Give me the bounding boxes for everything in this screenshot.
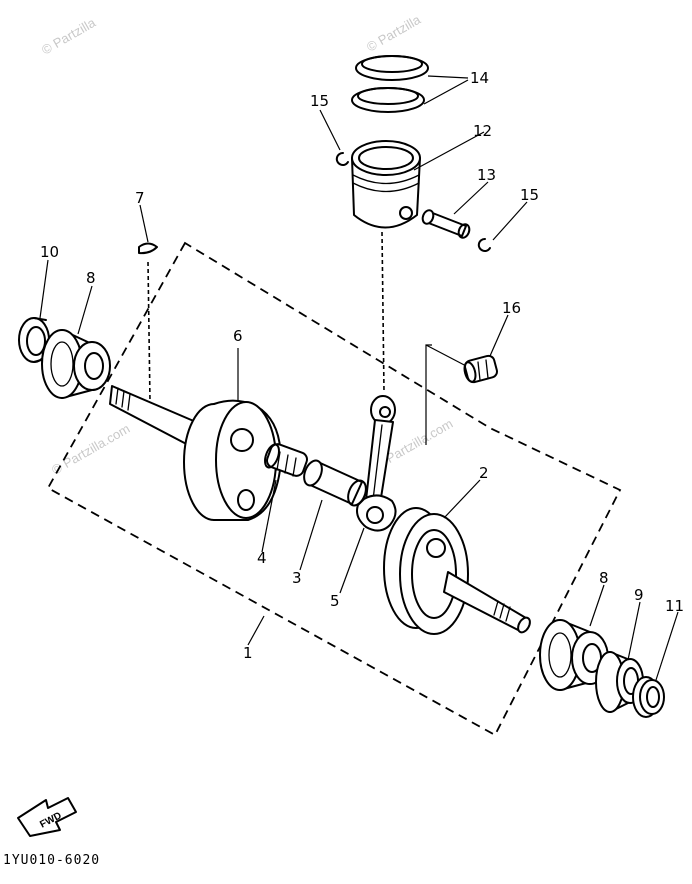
callout-10: 10 — [40, 243, 59, 261]
crankshaft-right-half — [383, 507, 531, 635]
oil-seal-right — [632, 676, 665, 718]
callout-14: 14 — [470, 69, 489, 87]
callout-11: 11 — [665, 597, 684, 615]
callout-15-left: 15 — [310, 92, 329, 110]
callout-8-left: 8 — [86, 269, 96, 287]
big-end-bearing — [264, 443, 308, 477]
callout-8-right: 8 — [599, 569, 609, 587]
piston-rings — [351, 55, 429, 113]
callout-4: 4 — [257, 549, 267, 567]
callout-1: 1 — [243, 644, 253, 662]
callout-7: 7 — [135, 189, 145, 207]
woodruff-key — [138, 242, 158, 255]
key-axis-line — [147, 261, 151, 403]
piston — [351, 140, 421, 229]
crankshaft-left-half — [109, 385, 282, 521]
piston-pin — [421, 209, 471, 239]
connecting-rod — [356, 395, 397, 532]
callout-16: 16 — [502, 299, 521, 317]
crankshaft-assembly-group-outline — [46, 241, 622, 737]
watermark: © Partzilla — [364, 12, 424, 55]
diagram-code: 1YU010-6020 — [3, 853, 100, 868]
callout-12: 12 — [473, 122, 492, 140]
forward-arrow: FWD — [17, 797, 77, 837]
callout-2: 2 — [479, 464, 489, 482]
main-bearing-right — [539, 619, 609, 691]
callout-leaders — [39, 75, 679, 681]
piston-pin-clip — [335, 151, 349, 166]
callout-15-right: 15 — [520, 186, 539, 204]
watermark: © Partzilla.com — [49, 421, 132, 478]
piston-axis-line — [381, 231, 385, 393]
piston-pin-clip — [477, 237, 491, 252]
crank-pin — [303, 459, 367, 507]
callout-6: 6 — [233, 327, 243, 345]
callout-3: 3 — [292, 569, 302, 587]
main-bearing-left — [41, 329, 111, 399]
callout-9: 9 — [634, 586, 644, 604]
callout-13: 13 — [477, 166, 496, 184]
small-end-bearing — [463, 354, 498, 384]
watermark: © Partzilla — [39, 15, 99, 58]
callout-5: 5 — [330, 592, 340, 610]
